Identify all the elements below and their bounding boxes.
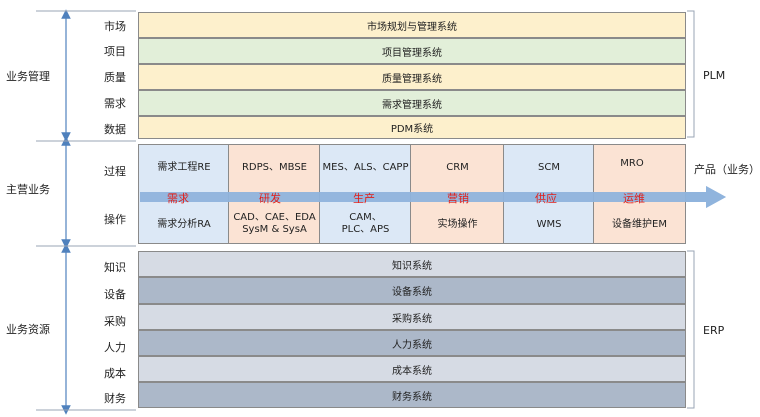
erp-row-label-procurement: 采购 xyxy=(95,315,135,328)
main-top-production-text: MES、ALS、CAPP xyxy=(323,162,409,174)
main-bottom-supply: WMS xyxy=(504,219,594,231)
main-bottom-requirement: 需求分析RA xyxy=(139,219,229,231)
erp-row-label-equipment: 设备 xyxy=(95,288,135,301)
main-top-rnd: RDPS、MBSE xyxy=(229,162,320,174)
main-top-requirement-text: 需求工程RE xyxy=(157,162,210,174)
erp-row-label-finance: 财务 xyxy=(95,392,135,405)
main-top-supply: SCM xyxy=(504,162,594,174)
main-top-requirement: 需求工程RE xyxy=(139,162,229,174)
erp-row-label-cost: 成本 xyxy=(95,367,135,380)
main-bottom-maintenance: 设备维护EM xyxy=(594,219,685,231)
flow-label-rnd: 研发 xyxy=(240,190,300,206)
erp-band-equipment-text: 设备系统 xyxy=(392,283,432,298)
main-bottom-requirement-text: 需求分析RA xyxy=(157,219,210,231)
erp-band-knowledge[interactable]: 知识系统 xyxy=(138,251,686,277)
erp-band-finance[interactable]: 财务系统 xyxy=(138,382,686,408)
erp-band-knowledge-text: 知识系统 xyxy=(392,257,432,272)
erp-band-procurement[interactable]: 采购系统 xyxy=(138,304,686,330)
erp-row-label-hr: 人力 xyxy=(95,341,135,354)
main-bottom-marketing-text: 实场操作 xyxy=(438,219,478,231)
main-bottom-rnd: CAD、CAE、EDA SysM & SysA xyxy=(229,212,320,236)
main-bottom-production: CAM、 PLC、APS xyxy=(320,212,411,236)
flow-label-supply: 供应 xyxy=(516,190,576,206)
output-label: 产品（业务） xyxy=(694,163,760,176)
flow-label-requirement: 需求 xyxy=(148,190,208,206)
main-top-marketing-text: CRM xyxy=(446,162,469,174)
main-top-maintenance-text: MRO xyxy=(620,158,643,170)
flow-label-maintenance: 运维 xyxy=(604,190,664,206)
erp-row-label-knowledge: 知识 xyxy=(95,261,135,274)
main-bottom-production-text: CAM、 PLC、APS xyxy=(342,212,390,236)
erp-band-cost[interactable]: 成本系统 xyxy=(138,356,686,382)
main-bottom-rnd-text: CAD、CAE、EDA SysM & SysA xyxy=(233,212,315,236)
main-top-supply-text: SCM xyxy=(538,162,560,174)
flow-label-marketing: 营销 xyxy=(428,190,488,206)
erp-tag: ERP xyxy=(703,324,724,337)
erp-band-finance-text: 财务系统 xyxy=(392,388,432,403)
main-top-production: MES、ALS、CAPP xyxy=(320,162,411,174)
main-top-marketing: CRM xyxy=(411,162,504,174)
flow-label-production: 生产 xyxy=(334,190,394,206)
erp-band-equipment[interactable]: 设备系统 xyxy=(138,277,686,304)
main-top-rnd-text: RDPS、MBSE xyxy=(242,162,307,174)
main-top-maintenance: MRO xyxy=(594,158,670,170)
main-bottom-supply-text: WMS xyxy=(537,219,562,231)
main-bottom-marketing: 实场操作 xyxy=(411,219,504,231)
erp-band-cost-text: 成本系统 xyxy=(392,362,432,377)
erp-band-hr[interactable]: 人力系统 xyxy=(138,330,686,356)
main-bottom-maintenance-text: 设备维护EM xyxy=(612,219,667,231)
erp-band-hr-text: 人力系统 xyxy=(392,336,432,351)
erp-band-procurement-text: 采购系统 xyxy=(392,310,432,325)
